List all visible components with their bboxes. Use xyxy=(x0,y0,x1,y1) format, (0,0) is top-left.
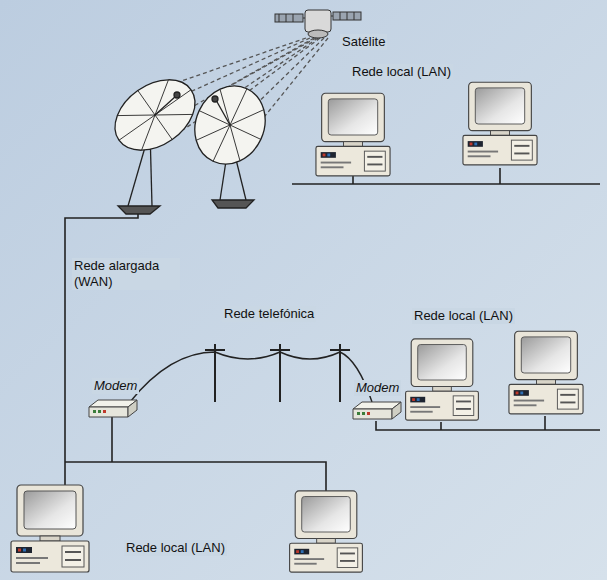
network-label: Modem xyxy=(92,378,139,394)
satellite-dish xyxy=(182,74,277,208)
computer-icon xyxy=(509,331,583,414)
network-label: Rede alargada (WAN) xyxy=(72,258,180,290)
network-cable xyxy=(65,214,326,492)
modem-icon xyxy=(353,402,401,419)
telephone-pole xyxy=(205,344,350,402)
satellite-dish xyxy=(102,65,208,214)
computer-icon xyxy=(316,93,390,176)
computer-icon xyxy=(406,339,479,420)
telephone-line xyxy=(130,352,372,402)
network-label: Rede local (LAN) xyxy=(412,308,515,324)
computer-icon xyxy=(11,485,89,572)
network-label: Rede telefónica xyxy=(222,306,316,322)
modem-icon xyxy=(89,400,137,417)
computer-icon xyxy=(290,491,363,572)
network-label: Rede local (LAN) xyxy=(124,540,227,556)
computer-icon xyxy=(463,82,537,165)
network-label: Satélite xyxy=(340,34,387,50)
network-label: Rede local (LAN) xyxy=(350,64,453,80)
network-label: Modem xyxy=(354,380,401,396)
